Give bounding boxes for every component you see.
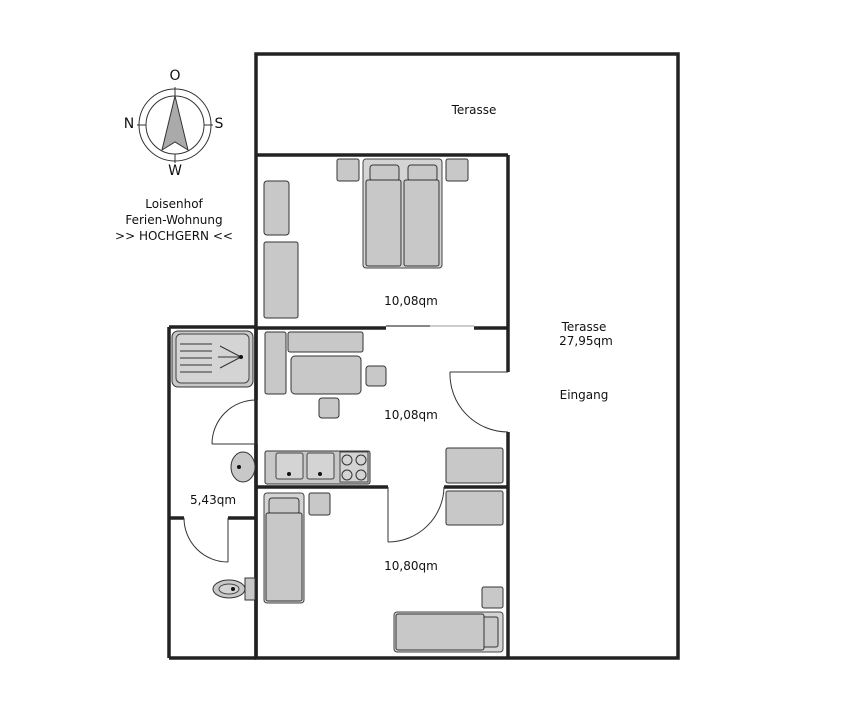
bedroom2-furniture — [263, 490, 504, 653]
terrace-right-area: 27,95qm — [559, 334, 613, 348]
entrance-label: Eingang — [559, 388, 609, 402]
terrace-top-label: Terasse — [451, 103, 497, 117]
compass-label-north-top: O — [169, 68, 181, 84]
compass-label-left: N — [123, 116, 135, 132]
title-line1: Loisenhof — [145, 197, 203, 211]
title-line3: >> HOCHGERN << — [115, 229, 233, 243]
kitchen-area: 10,08qm — [384, 408, 438, 422]
terrace-right-label: Terasse — [561, 320, 607, 334]
bath-area: 5,43qm — [189, 493, 237, 507]
compass-label-bottom: W — [168, 163, 182, 179]
compass-label-right: S — [214, 116, 224, 132]
compass-icon — [137, 87, 213, 163]
bedroom1-area: 10,08qm — [384, 294, 438, 308]
doors — [183, 371, 509, 563]
bath-furniture — [171, 330, 256, 601]
bedroom1-furniture — [263, 158, 469, 319]
title-line2: Ferien-Wohnung — [125, 213, 223, 227]
bedroom2-area: 10,80qm — [384, 559, 438, 573]
walls — [167, 52, 680, 660]
kitchen-furniture — [264, 331, 504, 485]
